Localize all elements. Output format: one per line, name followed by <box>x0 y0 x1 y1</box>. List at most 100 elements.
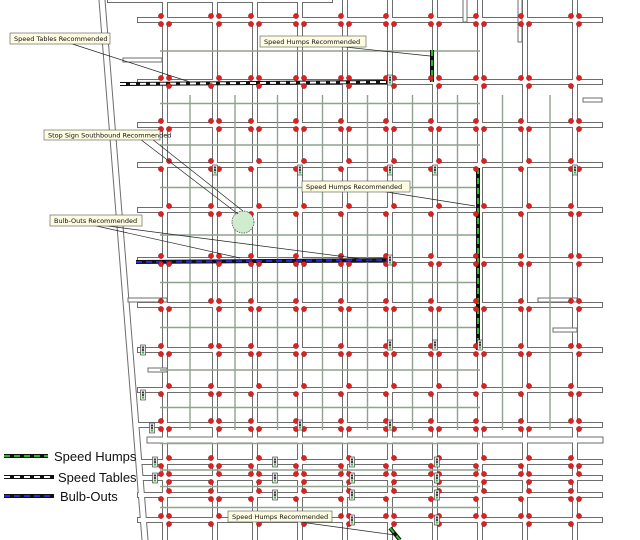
intersection-dot <box>216 496 222 502</box>
intersection-dot <box>473 118 479 124</box>
svg-text:Speed Humps Recommended: Speed Humps Recommended <box>264 38 360 46</box>
intersection-dot <box>338 126 344 132</box>
intersection-dot <box>338 261 344 267</box>
intersection-dot <box>526 261 532 267</box>
intersection-dot <box>293 496 299 502</box>
traffic-signal-icon <box>349 514 355 526</box>
signal-lamp <box>433 168 437 172</box>
intersection-dot <box>248 306 254 312</box>
intersection-dot <box>568 83 574 89</box>
intersection-dot <box>208 343 214 349</box>
intersection-dot <box>158 166 164 172</box>
intersection-dot <box>383 118 389 124</box>
intersection-dot <box>473 418 479 424</box>
intersection-dot <box>481 306 487 312</box>
intersection-dot <box>248 261 254 267</box>
intersection-dot <box>568 521 574 527</box>
signal-lamp <box>388 78 392 82</box>
signal-lamp <box>388 261 392 264</box>
traffic-signal-icon <box>140 389 146 401</box>
intersection-dot <box>256 261 262 267</box>
intersection-dot <box>158 496 164 502</box>
intersection-dot <box>208 83 214 89</box>
intersection-dot <box>248 166 254 172</box>
signal-lamp <box>388 346 392 349</box>
signal-lamp <box>153 458 157 461</box>
intersection-dot <box>576 426 582 432</box>
intersection-dot <box>338 496 344 502</box>
intersection-dot <box>481 158 487 164</box>
intersection-dot <box>158 391 164 397</box>
intersection-dot <box>391 513 397 519</box>
callout-stop-sign: Stop Sign Southbound Recommended <box>43 129 244 215</box>
traffic-calming-treatments <box>119 50 480 540</box>
intersection-dot <box>208 118 214 124</box>
intersection-dot <box>576 13 582 19</box>
signal-lamp <box>153 479 157 482</box>
signal-lamp <box>273 474 277 477</box>
intersection-dot <box>576 306 582 312</box>
intersection-dot <box>383 211 389 217</box>
signal-lamp <box>213 171 217 174</box>
intersection-dot <box>473 261 479 267</box>
intersection-dot <box>158 471 164 477</box>
intersection-dot <box>256 383 262 389</box>
intersection-dot <box>518 343 524 349</box>
intersection-dot <box>158 351 164 357</box>
street-fill <box>99 0 148 540</box>
intersection-dot <box>428 211 434 217</box>
intersection-dot <box>436 83 442 89</box>
intersection-dot <box>576 126 582 132</box>
traffic-signal-icon <box>387 254 393 266</box>
intersection-dot <box>473 211 479 217</box>
signal-lamp <box>350 476 354 480</box>
signal-lamp <box>478 346 482 349</box>
intersection-dot <box>473 166 479 172</box>
intersection-dot <box>383 126 389 132</box>
intersection-dot <box>473 471 479 477</box>
intersection-dot <box>436 126 442 132</box>
traffic-signal-icon <box>349 489 355 501</box>
signal-lamp <box>350 458 354 461</box>
intersection-dot <box>216 513 222 519</box>
intersection-dot <box>526 426 532 432</box>
signal-lamp <box>388 341 392 344</box>
intersection-dot <box>436 426 442 432</box>
signal-lamp <box>350 496 354 499</box>
legend-label: Speed Tables <box>58 470 137 485</box>
intersection-dot <box>518 118 524 124</box>
intersection-dot <box>158 343 164 349</box>
traffic-signal-icon <box>434 456 440 468</box>
traffic-signal-icon <box>212 164 218 176</box>
intersection-dot <box>568 158 574 164</box>
intersection-dot <box>518 463 524 469</box>
intersection-dot <box>481 261 487 267</box>
intersection-dot <box>248 298 254 304</box>
intersection-dot <box>473 351 479 357</box>
intersection-dot <box>428 21 434 27</box>
signal-lamp <box>435 493 439 497</box>
stop-sign-zone <box>231 210 255 234</box>
intersection-dot <box>346 158 352 164</box>
intersection-dot <box>256 471 262 477</box>
intersection-dot <box>338 298 344 304</box>
intersection-dot <box>526 383 532 389</box>
signal-lamp <box>273 458 277 461</box>
signal-lamp <box>388 258 392 262</box>
intersection-dot <box>256 126 262 132</box>
intersection-dot <box>208 383 214 389</box>
intersection-dot <box>518 391 524 397</box>
intersection-dot <box>293 253 299 259</box>
intersection-dot <box>436 351 442 357</box>
intersection-dot <box>428 13 434 19</box>
intersection-dot <box>383 513 389 519</box>
intersection-dot <box>166 471 172 477</box>
signal-lamp <box>573 166 577 169</box>
traffic-signal-icon <box>572 164 578 176</box>
intersection-dot <box>526 158 532 164</box>
intersection-dot <box>301 203 307 209</box>
traffic-signal-icon <box>387 164 393 176</box>
intersection-dot <box>518 418 524 424</box>
signal-lamp <box>433 166 437 169</box>
intersection-dot <box>216 126 222 132</box>
